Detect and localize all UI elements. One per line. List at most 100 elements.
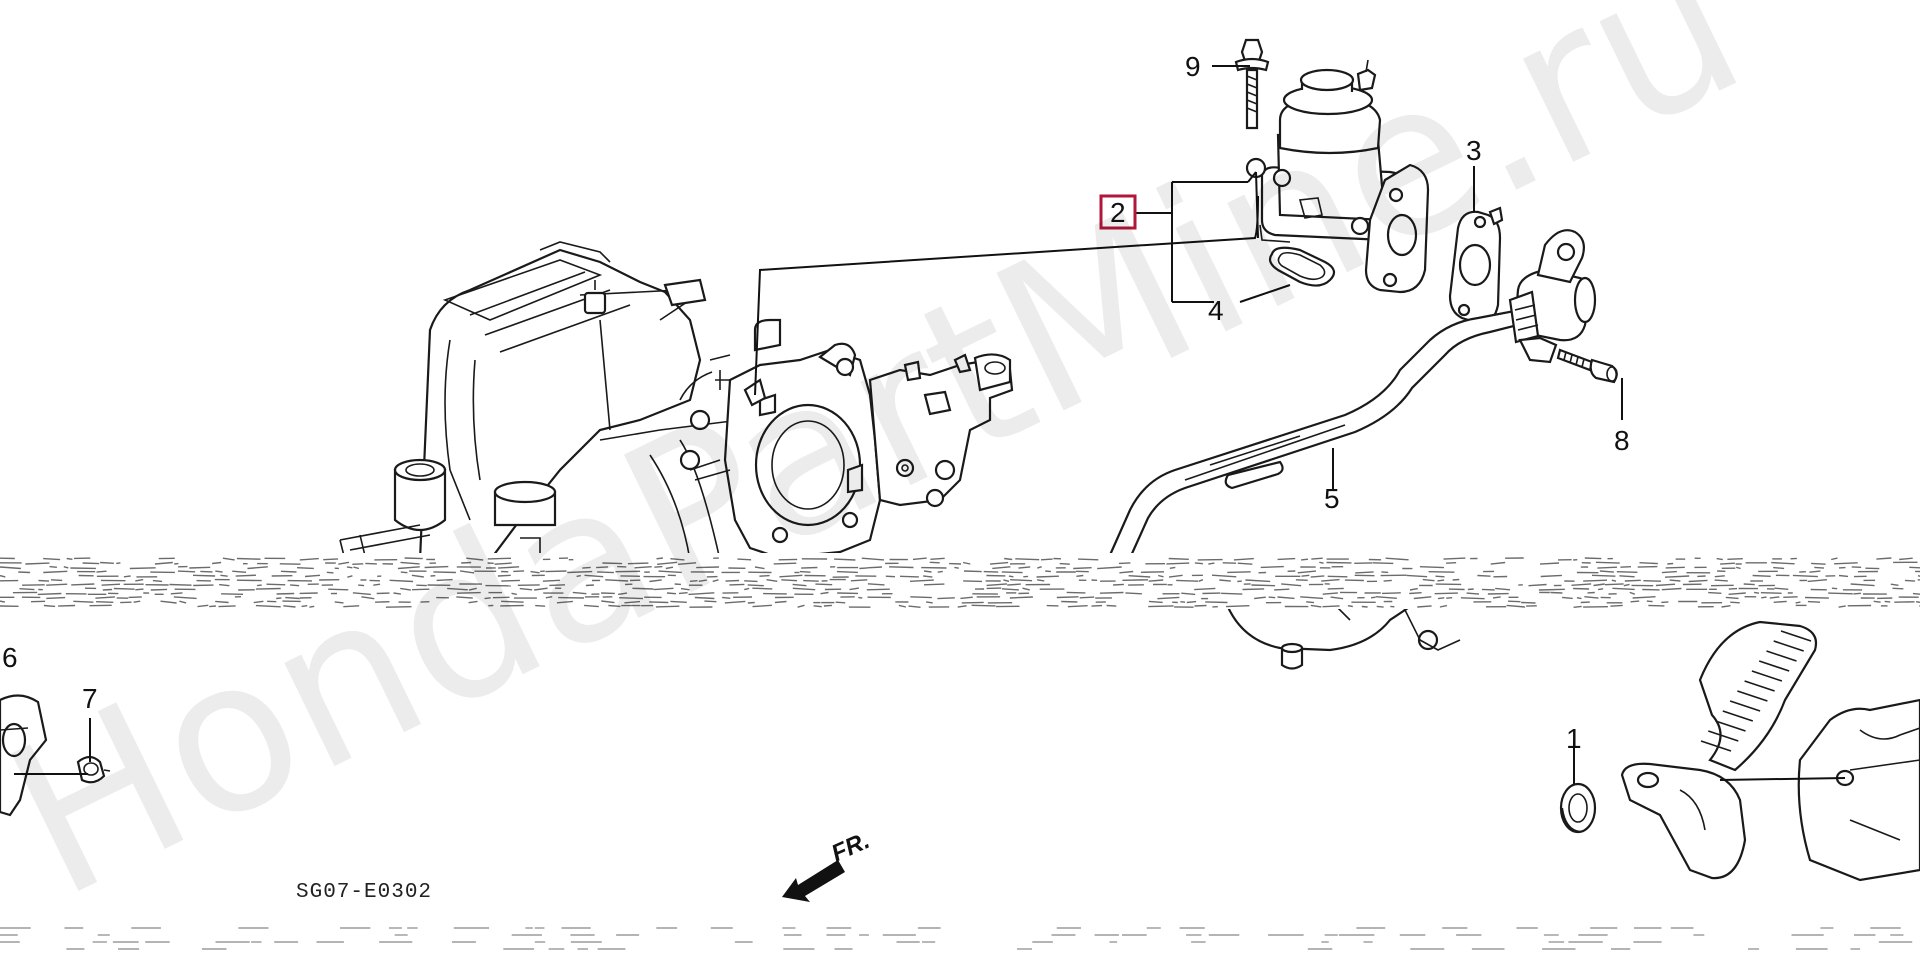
scan-noise-dash	[73, 601, 93, 602]
scan-noise-dash	[1362, 607, 1368, 608]
scan-noise-dash	[58, 606, 75, 607]
scan-noise-dash	[1311, 558, 1322, 559]
scan-noise-dash	[1482, 589, 1495, 590]
scan-noise-dash	[18, 572, 30, 573]
scan-noise-dash	[130, 568, 156, 569]
callout-6: 6	[2, 642, 18, 673]
scan-noise-dash	[1251, 585, 1275, 586]
scan-noise-dash	[1377, 606, 1384, 607]
scan-noise-dash	[1753, 576, 1771, 577]
scan-noise-dash	[1278, 559, 1296, 560]
scan-noise-dash	[1562, 597, 1573, 598]
scan-noise-dash	[1068, 606, 1088, 607]
scan-noise-dash	[1477, 576, 1490, 577]
scan-noise-dash	[1521, 603, 1535, 604]
scan-noise-dash	[1061, 602, 1077, 603]
scan-noise-dash	[1905, 580, 1915, 581]
scan-noise-dash	[1107, 606, 1117, 607]
scan-noise-dash	[1122, 580, 1148, 581]
scan-noise-dash	[1438, 598, 1444, 599]
scan-noise-dash	[1381, 572, 1388, 573]
scan-noise-dash	[1783, 597, 1797, 598]
scan-noise-dash	[1148, 606, 1173, 607]
scan-noise-dash	[46, 598, 65, 599]
scan-noise-dash	[1113, 584, 1124, 585]
scan-noise-dash	[1720, 563, 1735, 564]
scan-noise-dash	[1170, 567, 1176, 568]
scan-noise-dash	[1583, 580, 1607, 581]
drawing-code: SG07-E0302	[296, 881, 432, 904]
scan-noise-dash	[178, 571, 195, 572]
scan-noise-dash	[1834, 563, 1858, 564]
scan-noise-dash	[1301, 559, 1308, 560]
scan-noise-dash	[1446, 598, 1452, 599]
scan-noise-dash	[212, 563, 221, 564]
scan-noise-dash	[1149, 601, 1163, 602]
scan-noise-dash	[1913, 594, 1920, 595]
scan-noise-dash	[1227, 572, 1250, 573]
fr-label: FR.	[827, 827, 873, 867]
scan-noise-dash	[1302, 575, 1310, 576]
scan-noise-dash	[1577, 598, 1582, 599]
scan-noise-dash	[1057, 597, 1079, 598]
scan-noise-dash	[1610, 605, 1622, 606]
scan-noise-dash	[1796, 602, 1801, 603]
callout-1: 1	[1566, 723, 1582, 754]
scan-noise-dash	[972, 605, 996, 606]
scan-noise-dash	[1625, 580, 1641, 581]
scan-noise-dash	[1221, 593, 1242, 594]
scan-noise-dash	[1874, 601, 1881, 602]
scan-noise-dash	[1261, 567, 1284, 568]
scan-noise-dash	[43, 559, 60, 560]
scan-noise-dash	[1715, 580, 1728, 581]
scan-noise-dash	[1384, 580, 1392, 581]
scan-noise-dash	[963, 581, 982, 582]
scan-noise-dash	[859, 568, 867, 569]
scan-noise-dash	[962, 602, 984, 603]
scan-noise-dash	[1805, 598, 1829, 599]
bolt-8	[1558, 350, 1617, 382]
scan-noise-dash	[20, 589, 35, 590]
scan-noise-dash	[1037, 576, 1059, 577]
scan-noise-dash	[1461, 598, 1485, 599]
scan-noise-dash	[1730, 602, 1740, 603]
scan-noise-dash	[1180, 602, 1185, 603]
scan-noise-dash	[237, 559, 261, 560]
flex-pipe-assembly	[1561, 622, 1920, 880]
scan-noise-dash	[1323, 606, 1340, 607]
scan-noise-dash	[1467, 593, 1479, 594]
scan-noise-dash	[1667, 564, 1673, 565]
scan-noise-dash	[1195, 563, 1203, 564]
scan-noise-dash	[1708, 593, 1721, 594]
scan-noise-dash	[1328, 588, 1344, 589]
scan-noise-dash	[1007, 584, 1021, 585]
scan-noise-dash	[51, 580, 62, 581]
scan-noise-dash	[200, 571, 212, 572]
scan-noise-dash	[1355, 572, 1373, 573]
scan-noise-dash	[151, 589, 167, 590]
scan-noise-dash	[1612, 580, 1616, 581]
scan-noise-dash	[97, 571, 107, 572]
scan-noise-dash	[1662, 572, 1677, 573]
scan-noise-dash	[1592, 575, 1615, 576]
scan-noise-dash	[1100, 593, 1124, 594]
scan-noise-dash	[1909, 567, 1920, 568]
scan-noise-dash	[1078, 559, 1098, 560]
scan-noise-dash	[1420, 567, 1444, 568]
scan-noise-dash	[1080, 597, 1095, 598]
scan-noise-dash	[46, 584, 67, 585]
scan-noise-dash	[1371, 597, 1376, 598]
scan-noise-dash	[171, 593, 183, 594]
scan-noise-dash	[1306, 602, 1314, 603]
scan-noise-dash	[1453, 580, 1460, 581]
scan-noise-dash	[189, 567, 210, 568]
scan-noise-dash	[1585, 558, 1602, 559]
scan-noise-dash	[1715, 576, 1725, 577]
scan-noise-dash	[858, 597, 862, 598]
scan-noise-dash	[1647, 601, 1653, 602]
scan-noise-dash	[1002, 572, 1023, 573]
scan-noise-dash	[1774, 601, 1787, 602]
scan-noise-dash	[236, 575, 256, 576]
scan-noise-dash	[1195, 606, 1207, 607]
